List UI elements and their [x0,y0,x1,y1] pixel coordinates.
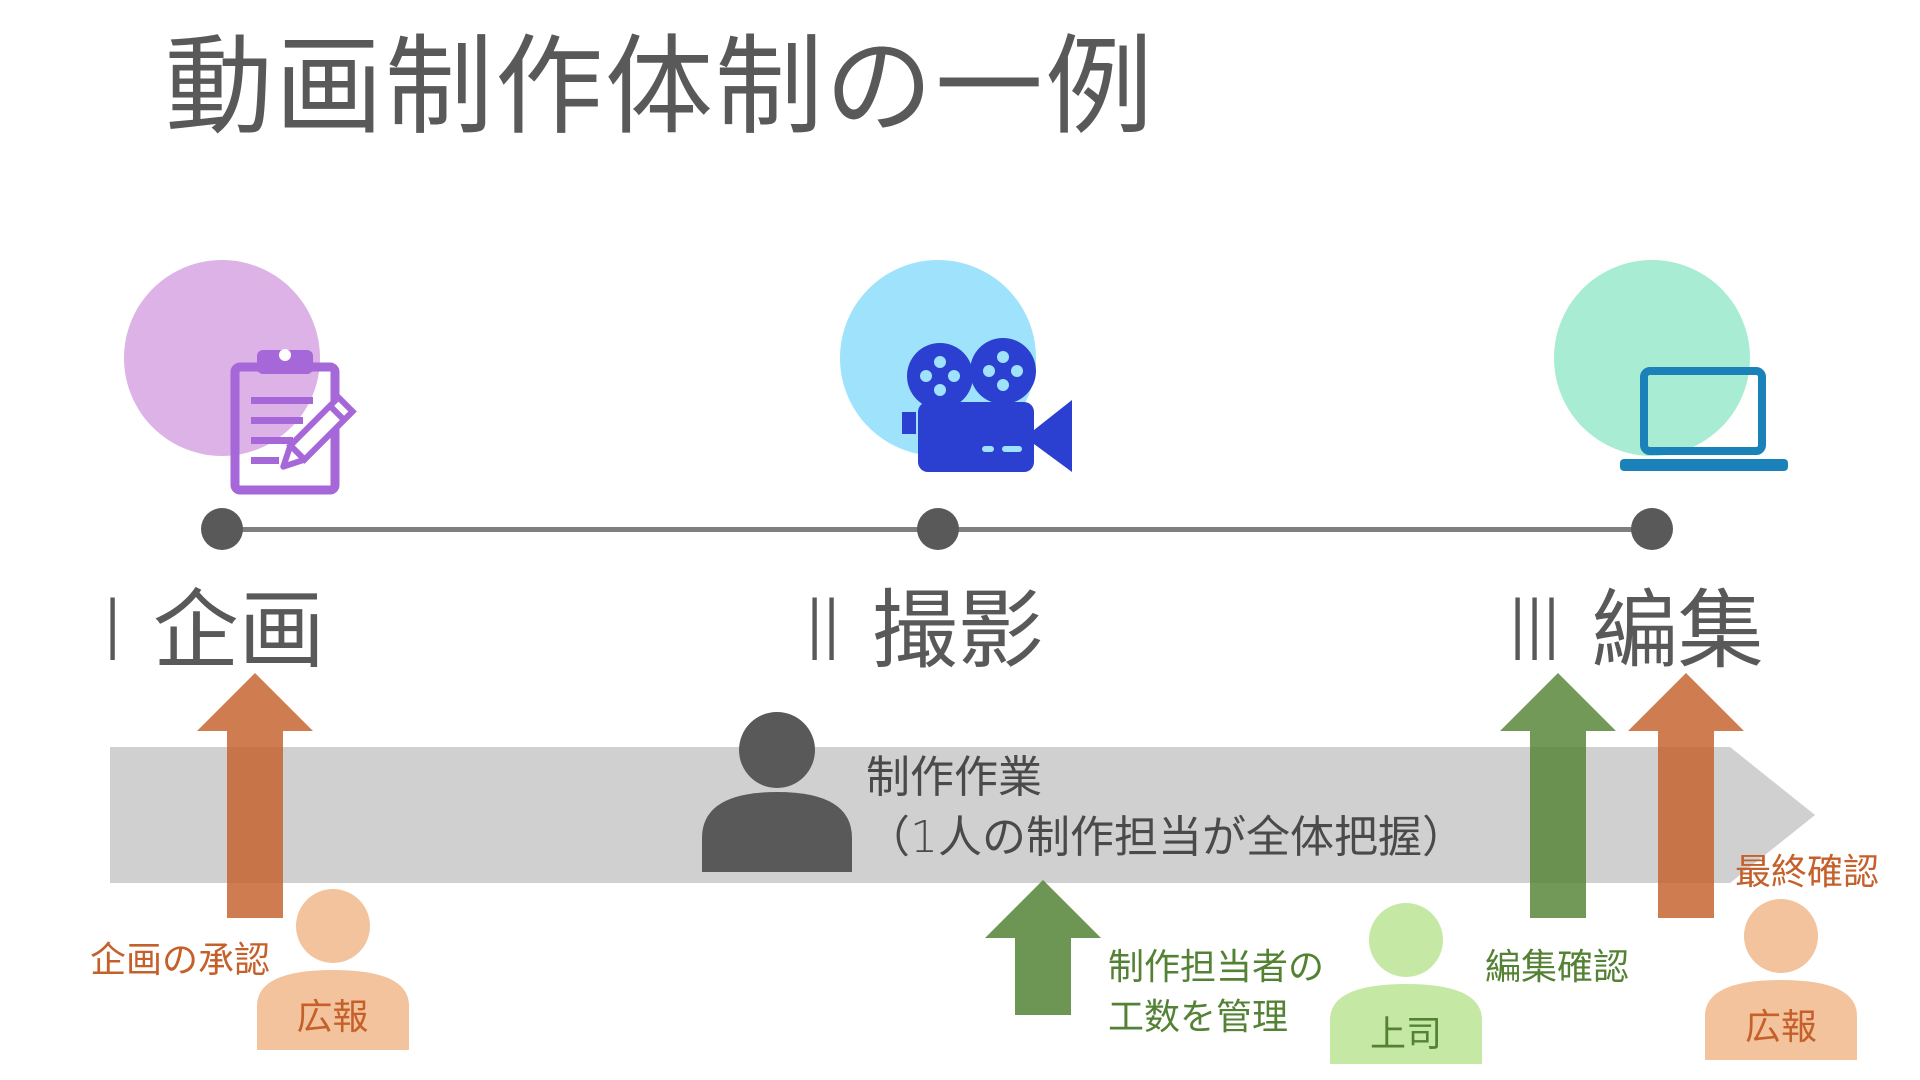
laptop-icon [1620,367,1788,471]
edit-check-label: 編集確認 [1485,947,1630,988]
stage-3-numeral: Ⅲ [1505,581,1565,681]
pr-person-left-label: 広報 [296,997,369,1038]
timeline-dot-1 [201,508,243,550]
pr-person-right-label: 広報 [1744,1007,1817,1048]
movie-camera-icon [902,338,1072,472]
stage-3-label: Ⅲ 編集 [1505,580,1764,683]
process-band-subtitle: （1人の制作担当が全体把握） [866,812,1466,863]
stage-2-label: Ⅱ 撮影 [802,580,1044,683]
final-check-label: 最終確認 [1735,852,1880,893]
page-title: 動画制作体制の一例 [165,25,1156,150]
manage-hours-label-line2: 工数を管理 [1108,997,1289,1038]
stage-2-name: 撮影 [871,581,1044,681]
process-band-arrow [110,747,1815,883]
production-staff-person-icon [702,712,852,872]
manage-hours-arrow [985,880,1101,1015]
plan-approval-arrow [197,673,313,918]
boss-person-label: 上司 [1369,1014,1442,1055]
timeline-dot-3 [1631,508,1673,550]
stage-1-label: Ⅰ 企画 [100,580,325,683]
stage-2-numeral: Ⅱ [802,581,845,681]
pr-person-left-icon [257,889,409,1050]
process-band-title: 制作作業 [866,752,1042,803]
final-check-arrow [1628,673,1744,918]
edit-check-arrow [1500,673,1616,918]
timeline-dot-2 [917,508,959,550]
stage-3-name: 編集 [1591,581,1764,681]
stage-1-name: 企画 [152,581,325,681]
plan-approval-label: 企画の承認 [90,940,271,981]
stage-3-circle [1554,260,1750,456]
boss-person-icon [1330,903,1482,1064]
clipboard-pencil-icon [230,349,357,495]
pr-person-right-icon [1705,899,1857,1060]
stage-1-numeral: Ⅰ [100,581,126,681]
manage-hours-label-line1: 制作担当者の [1108,947,1325,988]
